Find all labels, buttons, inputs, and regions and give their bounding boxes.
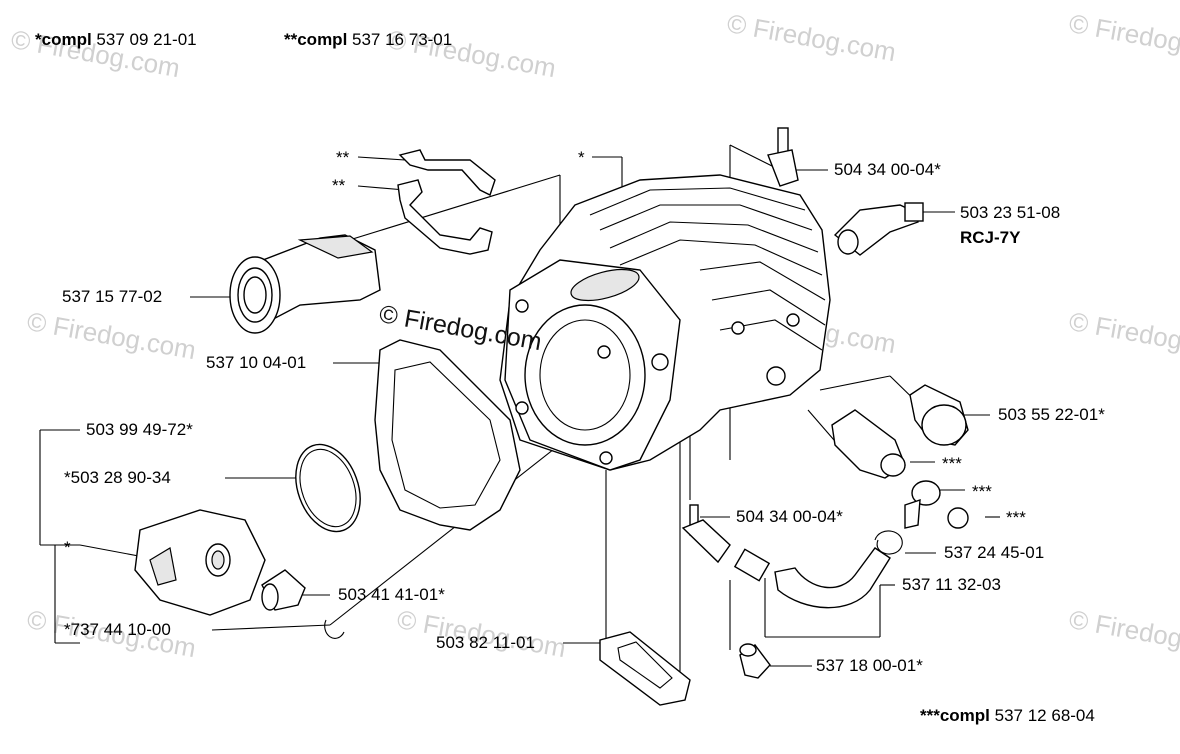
hose-clip (874, 530, 903, 555)
footer-compl-3: ***compl 537 12 68-04 (920, 706, 1095, 726)
header-compl-1: *compl 537 09 21-01 (35, 30, 197, 50)
decompression-valve (909, 384, 969, 446)
label-piston: * (64, 538, 71, 557)
label-valve-a: *** (942, 454, 962, 473)
base-gasket (599, 631, 691, 706)
valve-assembly (831, 409, 969, 529)
piston-ring (295, 443, 361, 533)
label-hose-clip: 537 24 45-01 (944, 543, 1045, 562)
label-spark-plug-type: RCJ-7Y (960, 228, 1021, 247)
label-valve-b: *** (972, 482, 992, 501)
clamp-lower (397, 179, 493, 255)
label-clamp-a: ** (336, 148, 350, 167)
piston (134, 509, 266, 616)
nipple-mid (681, 504, 731, 564)
compl-1-number: 537 09 21-01 (91, 30, 197, 49)
label-base-gasket: 503 82 11-01 (436, 633, 535, 652)
label-nipple-mid: 504 34 00-04* (736, 507, 843, 526)
label-circlip: *737 44 10-00 (64, 620, 171, 639)
clamp-upper (398, 149, 496, 196)
label-valve-c: *** (1006, 508, 1026, 527)
label-spark-plug: 503 23 51-08 (960, 203, 1061, 222)
gasket (374, 339, 521, 531)
label-bearing: 503 41 41-01* (338, 585, 445, 604)
fuel-hose (733, 547, 891, 609)
label-hose: 537 11 32-03 (902, 575, 1001, 594)
needle-bearing (261, 569, 306, 611)
label-nipple-top: 504 34 00-04* (834, 160, 941, 179)
label-piston-ring: *503 28 90-34 (64, 468, 171, 487)
compl-2-number: 537 16 73-01 (347, 30, 453, 49)
header-compl-2: **compl 537 16 73-01 (284, 30, 452, 50)
cylinder (499, 174, 831, 471)
intake-manifold (229, 234, 381, 334)
circlip (324, 619, 345, 639)
label-plug: 537 18 00-01* (816, 656, 923, 675)
label-intake: 537 15 77-02 (62, 287, 163, 306)
label-gasket: 537 10 04-01 (206, 353, 307, 372)
compl-1-prefix: *compl (35, 30, 92, 49)
compl-2-prefix: **compl (284, 30, 348, 49)
nipple-top (767, 127, 799, 187)
plug (739, 643, 771, 679)
label-decomp-valve: 503 55 22-01* (998, 405, 1105, 424)
spark-plug (833, 202, 924, 256)
label-clamp-b: ** (332, 176, 346, 195)
compl-3-number: 537 12 68-04 (989, 706, 1095, 725)
label-cylinder: * (578, 148, 585, 167)
compl-3-prefix: ***compl (920, 706, 990, 725)
label-piston-kit: 503 99 49-72* (86, 420, 193, 439)
